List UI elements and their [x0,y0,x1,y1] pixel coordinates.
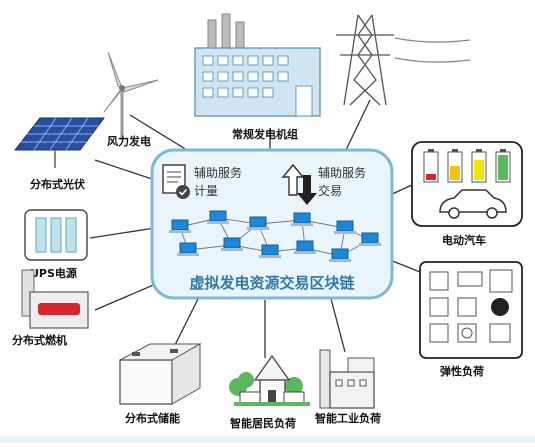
ups-battery-icon [24,209,88,261]
connector-ev [389,184,413,196]
laptop-node [259,244,281,258]
laptop-node [221,237,243,251]
laptop-node [334,220,356,234]
residential-house-icon [229,354,310,406]
gas-turbine-icon [21,269,89,329]
trade-arrows-icon [281,163,317,205]
energy-storage-icon [119,343,202,405]
blockchain-hub: 辅助服务 计量 辅助服务 交易 [150,148,394,300]
laptop-node [169,219,191,233]
label-ups: UPS电源 [30,266,77,280]
laptop-node [247,216,269,230]
laptop-node [294,240,316,254]
connector-pv [94,159,156,181]
label-wind: 风力发电 [107,134,151,148]
connector-ups [89,227,156,239]
solar-panel-icon [13,117,105,168]
label-gas: 分布式燃机 [12,333,67,347]
label-pv: 分布式光伏 [30,177,85,191]
industrial-factory-icon [319,349,375,409]
label-flex-load: 弹性负荷 [440,364,484,378]
connector-flex [389,259,421,273]
power-plant-icon [194,13,321,117]
connector-industrial [329,294,346,353]
wind-turbine-icon [103,51,159,140]
hub-title: 虚拟发电资源交易区块链 [189,274,355,292]
hub-right-service-line1: 辅助服务 [318,165,366,180]
label-industrial: 智能工业负荷 [315,411,381,425]
flexible-load-panel [419,261,523,359]
battery-icon [423,149,511,183]
hub-left-service-line1: 辅助服务 [194,165,242,180]
electric-vehicle-panel [411,141,523,227]
car-icon [439,189,507,219]
hub-left-service-line2: 计量 [194,184,218,198]
label-storage: 分布式储能 [125,411,180,425]
laptop-node [329,248,351,262]
laptop-node [177,242,199,256]
laptop-node [291,212,313,226]
connector-pylon [344,99,371,153]
hub-right-service-line2: 交易 [318,183,342,198]
label-residential: 智能居民负荷 [230,416,296,430]
label-conventional: 常规发电机组 [232,127,298,141]
label-ev: 电动汽车 [442,233,486,247]
transmission-tower-icon [336,14,471,106]
laptop-node [359,232,381,246]
bottom-strip [0,436,535,443]
metering-document-icon [162,164,190,199]
laptop-node [207,210,229,224]
